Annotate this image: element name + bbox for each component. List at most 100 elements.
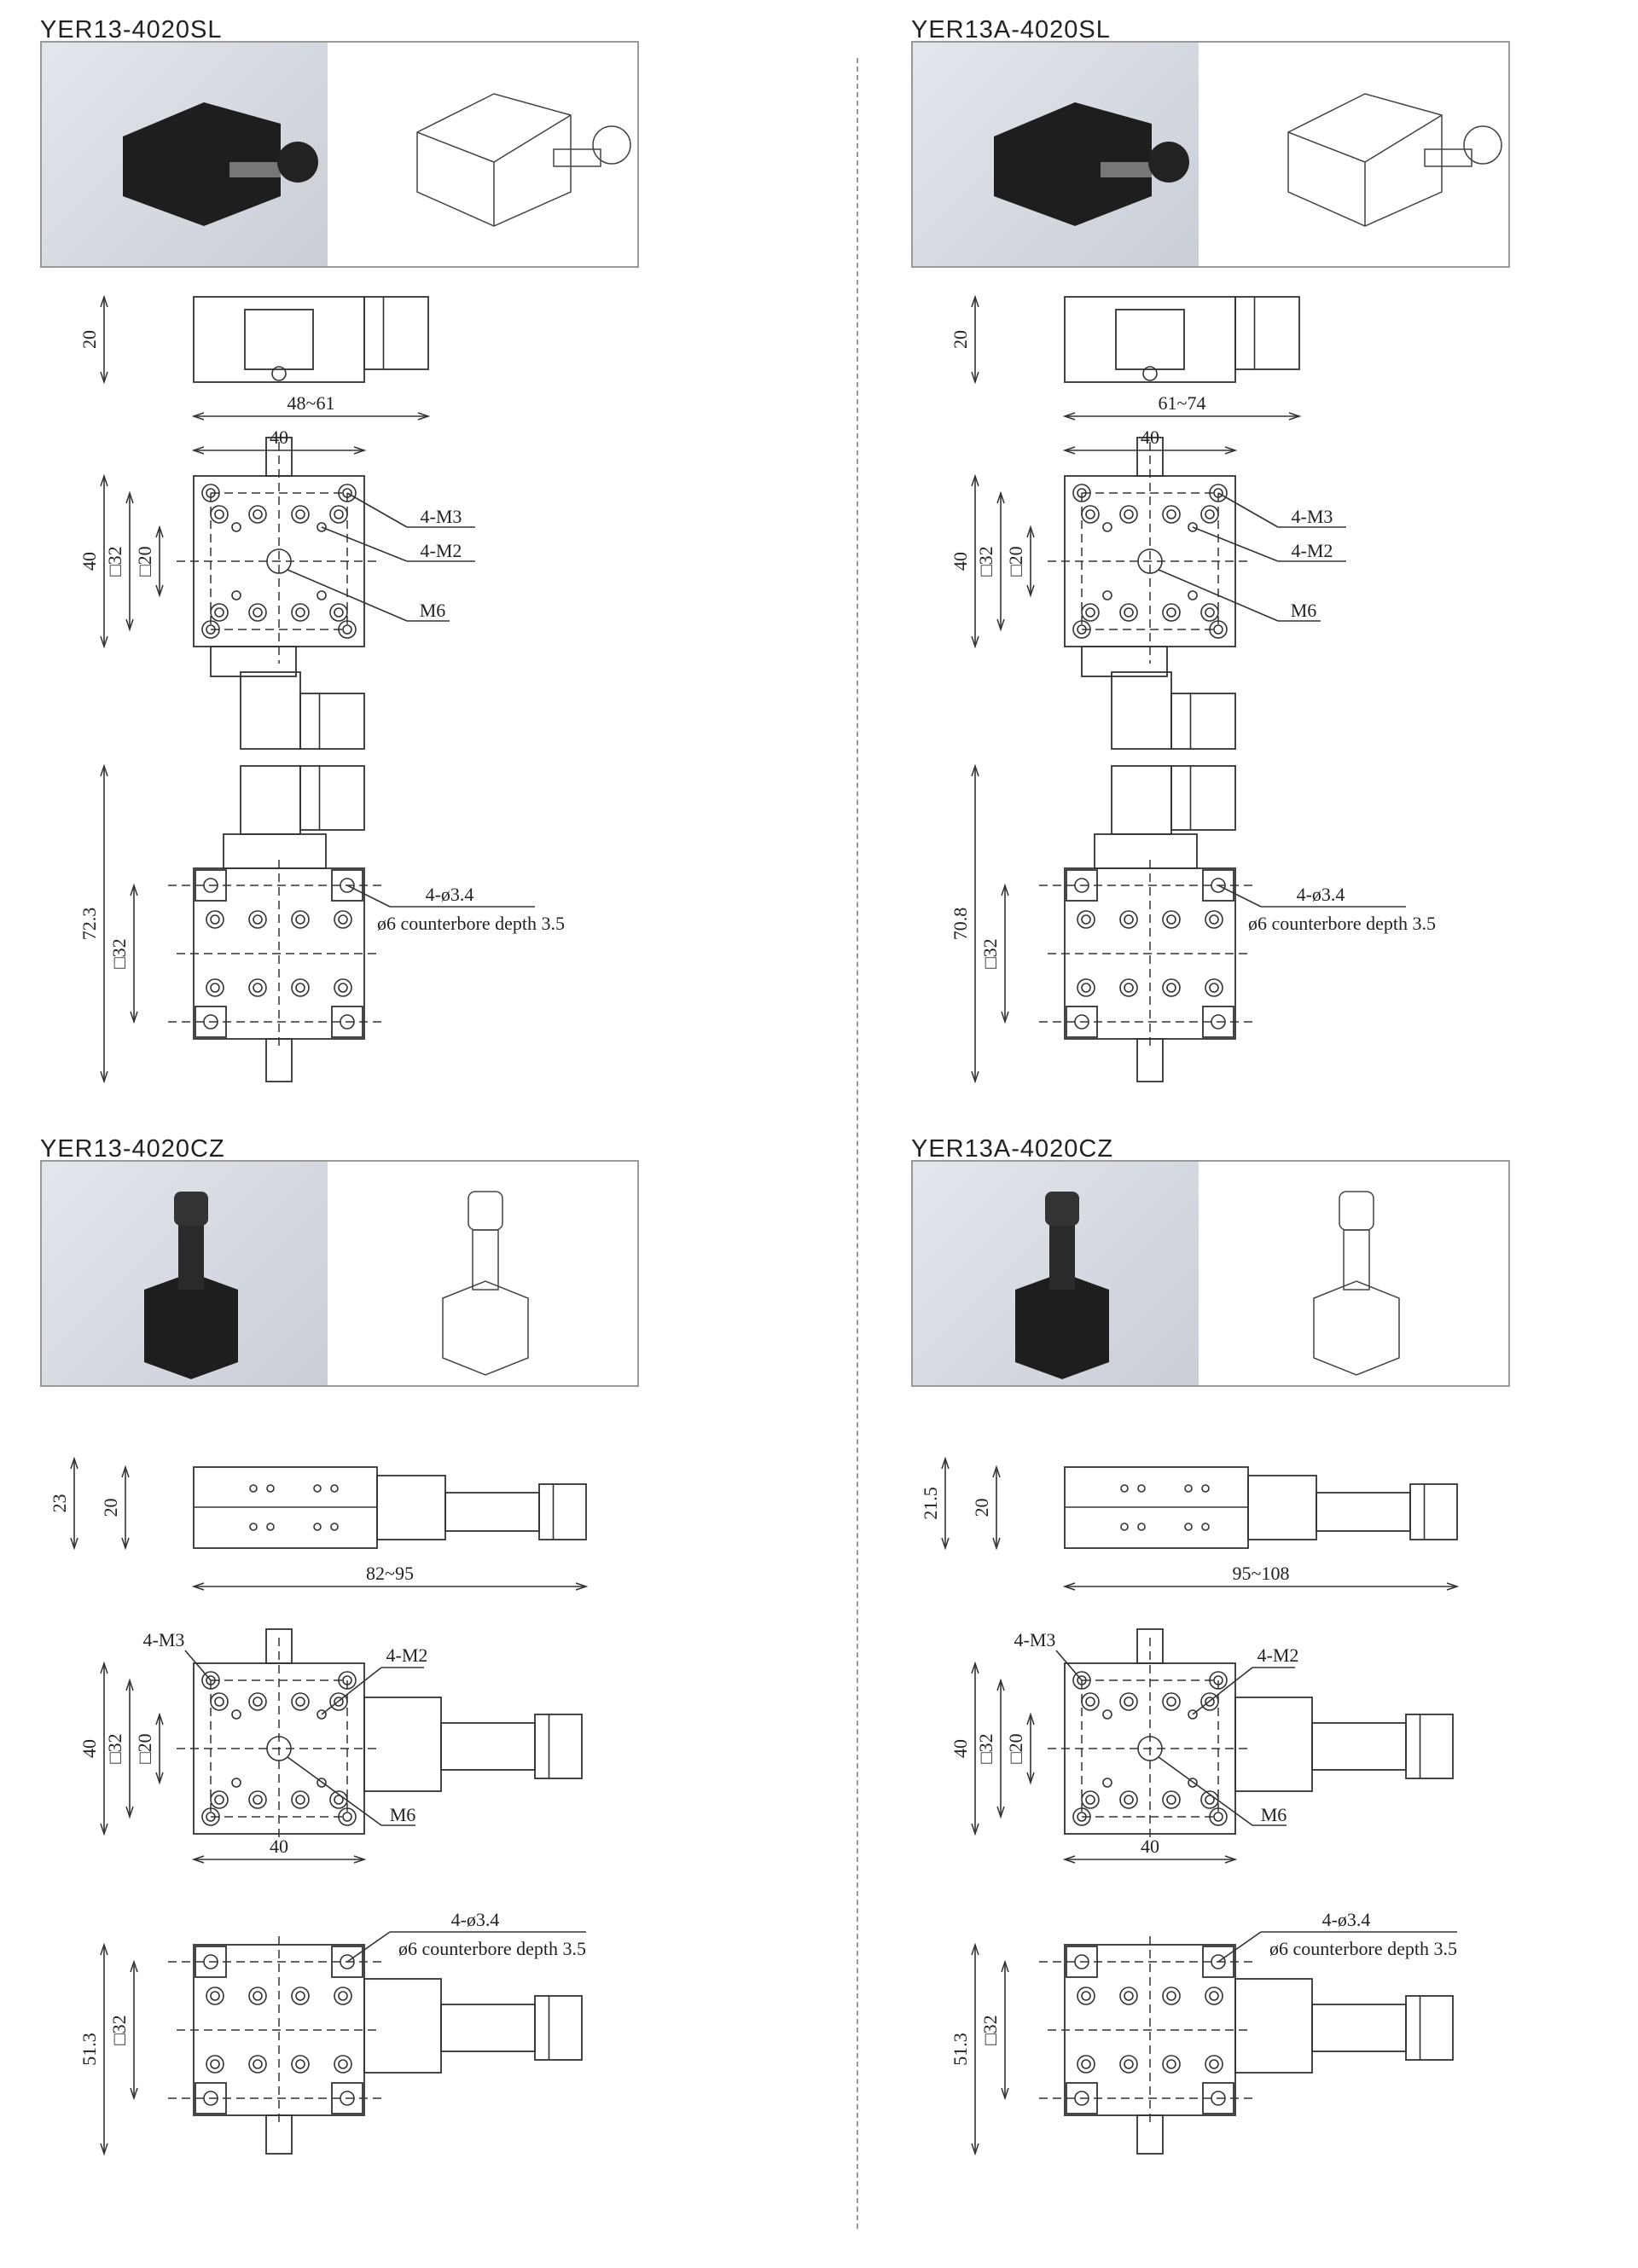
lead-screw-housing [1111,671,1172,750]
dimension-arrow [130,883,138,1024]
screw-hole [214,1795,224,1805]
dimension-overall-height: 70.8 [950,908,971,941]
screw-hole [295,509,305,519]
drawing-line [1217,1931,1262,1963]
corner-pocket [195,2082,227,2114]
screw-hole [338,2059,348,2069]
stage-outline [1287,93,1443,227]
dimension-arrow [996,490,1005,632]
screw-hole [1085,1697,1095,1707]
counterbore-hole [210,505,229,524]
dimension-arrow [971,1661,979,1836]
stage-edge [416,114,572,226]
screw-hole [342,488,352,498]
screw-hole [342,1675,352,1685]
stage-outline [442,1280,529,1376]
dimension-overall-height: 51.3 [78,2033,100,2066]
counterbore-hole [210,1790,229,1809]
m2-hole [1102,1709,1112,1720]
knob-body [1170,765,1236,831]
counterbore-hole [334,1987,352,2005]
screw-hole [1213,1675,1223,1685]
side-hole [330,1523,339,1531]
label-hole-spec: 4-ø3.4 [1322,1909,1371,1930]
counterbore-hole [201,1671,220,1690]
micrometer-barrel [1311,2004,1407,2052]
line-art [416,93,631,227]
counterbore-hole [291,2055,310,2074]
screw-hole [1205,1697,1215,1707]
screw-hole [1213,624,1223,635]
technical-drawing: 2061~744040□32□204-M34-M2M670.8□324-ø3.4… [950,294,1436,1084]
label-counterbore-spec: ø6 counterbore depth 3.5 [1248,913,1436,934]
dimension-width: 40 [1141,426,1159,448]
m2-hole [317,1778,327,1788]
screw-hole [1213,1812,1223,1822]
label-m6: M6 [420,600,446,621]
screw-hole [1166,607,1176,618]
counterbore-hole [1209,1807,1228,1826]
counterbore-hole [201,1807,220,1826]
knob-body [1405,1995,1454,2061]
vertical-screw [1049,1221,1075,1290]
screw-hole [1077,488,1087,498]
lead-screw-housing [240,671,301,750]
adjustment-knob [534,1995,583,2061]
m2-hole [1188,1709,1198,1720]
stage-outline [416,93,572,227]
side-hole [1184,1523,1193,1531]
through-hole [1074,1014,1089,1030]
screw-hole [214,607,224,618]
label-counterbore-spec: ø6 counterbore depth 3.5 [377,913,565,934]
label-hole-spec: 4-ø3.4 [451,1909,500,1930]
label-4-m3: 4-M3 [421,506,462,527]
stage-block [123,102,281,226]
dimension-width: 40 [1141,1836,1159,1857]
screw-hole [1124,1795,1134,1805]
screw-hole [253,1991,263,2001]
knob-body [299,693,365,750]
label-m6: M6 [390,1804,416,1825]
counterbore-hole [1162,505,1181,524]
screw-hole [206,488,216,498]
screw-hole [1124,2059,1134,2069]
knob [1463,125,1502,165]
screw-hole [1124,1991,1134,2001]
drawing-line [1192,526,1279,562]
knob [468,1191,503,1231]
screw-hole [1124,914,1134,925]
counterbore-hole [1119,910,1138,929]
screw-hole [1209,914,1219,925]
dimension-arrow [155,525,164,598]
screw-hole [253,914,263,925]
drawing-line [346,885,391,908]
adjustment-knob [534,1714,583,1779]
side-hole [1120,1484,1129,1493]
product-photo-art [994,93,1502,227]
corner-pocket [195,1946,227,1978]
drawing-line [1217,492,1279,528]
counterbore-hole [1072,1671,1091,1690]
counterbore-hole [1072,484,1091,502]
dimension-height: 40 [78,1739,100,1758]
dimension-arrow [100,763,108,1084]
bottom-view: 51.3□324-ø3.4ø6 counterbore depth 3.5 [950,1909,1457,2156]
side-hole [1201,1523,1210,1531]
counterbore-hole [1077,978,1095,997]
counterbore-hole [1200,505,1219,524]
micrometer-barrel [1316,1492,1411,1532]
lead-screw-housing [363,1697,442,1792]
counterbore-hole [329,603,348,622]
screw-hole [295,1795,305,1805]
screw-hole [334,1795,344,1805]
label-4-m3: 4-M3 [143,1629,185,1650]
drawing-line [1055,1650,1083,1681]
dimension-arrow [941,1456,950,1551]
corner-pocket [1202,1006,1234,1038]
counterbore-hole [338,620,357,639]
